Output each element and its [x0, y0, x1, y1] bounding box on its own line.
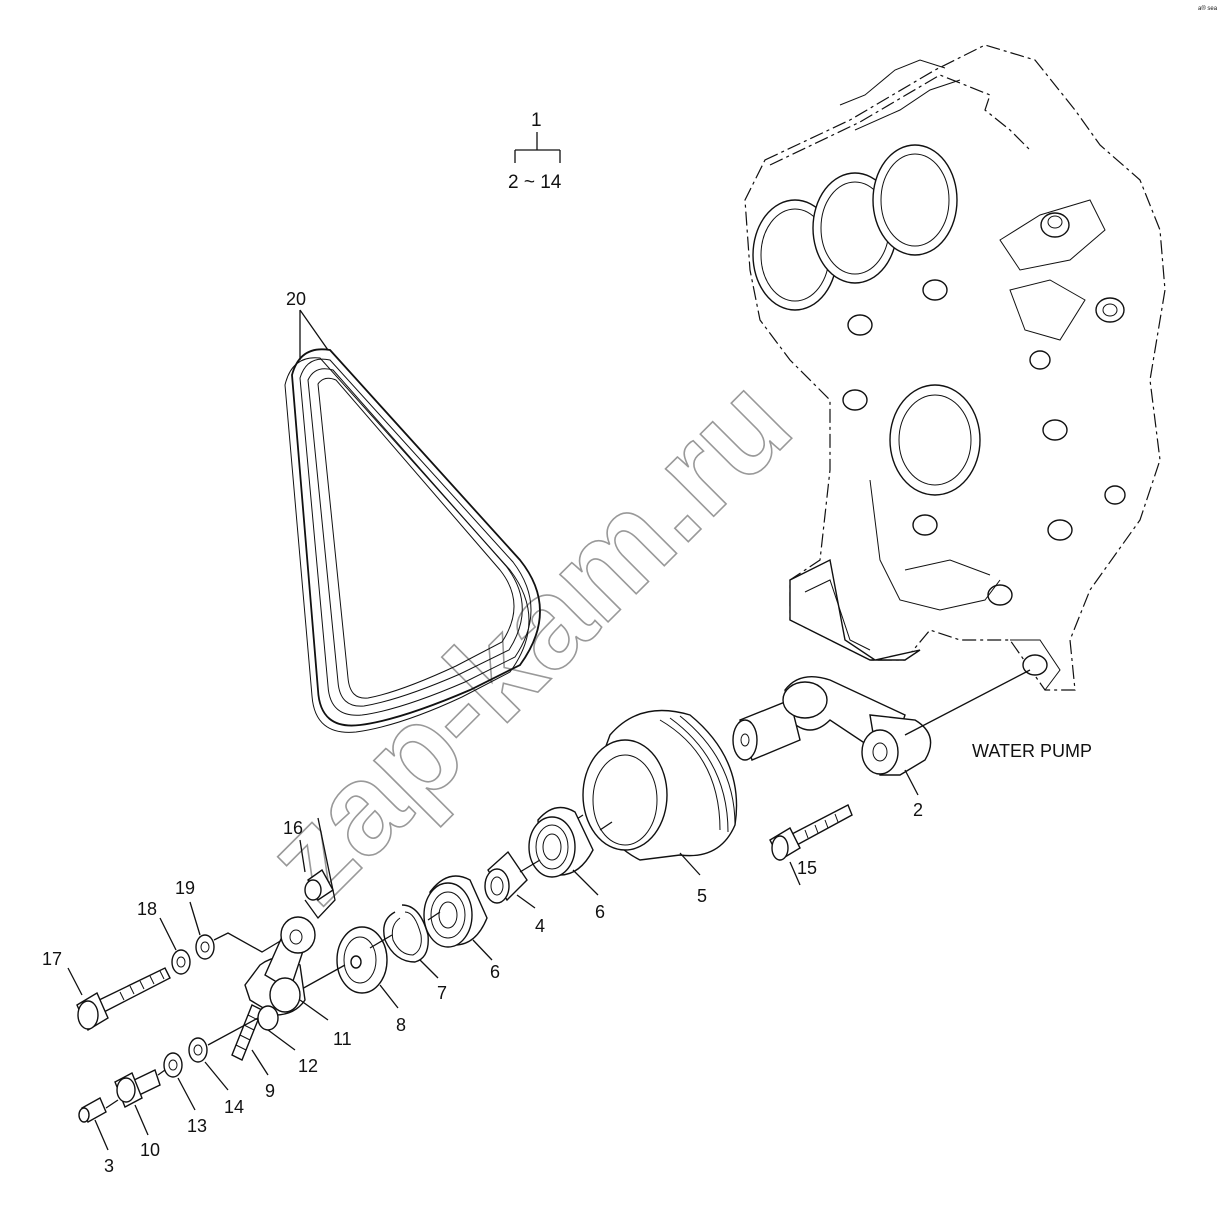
idler-arm: [732, 676, 932, 776]
bearing-lower: [423, 875, 488, 948]
washer-13: [163, 1052, 183, 1078]
label-11: 11: [333, 1029, 352, 1049]
label-13: 13: [187, 1116, 207, 1136]
label-9: 9: [265, 1081, 275, 1101]
label-assembly-parent: 1: [531, 110, 542, 131]
washer-18: [171, 949, 191, 975]
label-18: 18: [137, 899, 157, 919]
v-belt: [284, 348, 541, 733]
assembly-bracket: 1 2 ~ 14: [508, 110, 562, 193]
label-10: 10: [140, 1140, 160, 1160]
label-3: 3: [104, 1156, 114, 1176]
corner-mark: a® sea: [1198, 5, 1218, 12]
cover-plate: [336, 926, 388, 994]
watermark: zap-kam.ru: [239, 351, 818, 930]
label-16: 16: [283, 818, 303, 838]
snap-ring: [383, 904, 429, 963]
label-4: 4: [535, 916, 545, 936]
sleeve-16: [304, 868, 334, 902]
grease-nipple: [78, 1097, 107, 1123]
spacer: [484, 850, 528, 904]
label-12: 12: [298, 1056, 318, 1076]
label-19: 19: [175, 878, 195, 898]
label-2: 2: [913, 800, 923, 820]
label-8: 8: [396, 1015, 406, 1035]
water-pump-callout: WATER PUMP: [972, 741, 1092, 761]
label-7: 7: [437, 983, 447, 1003]
bearing-upper: [528, 806, 594, 878]
label-6-upper: 6: [595, 902, 605, 922]
pulley: [582, 709, 738, 861]
bolt-17: [76, 967, 171, 1032]
label-5: 5: [697, 886, 707, 906]
adjusting-stud: [231, 1004, 263, 1061]
label-20: 20: [286, 289, 306, 309]
engine-housing: [744, 44, 1166, 691]
tensioner-bracket: [244, 916, 316, 1016]
nut-10: [114, 1069, 161, 1108]
label-15: 15: [797, 858, 817, 878]
label-assembly-children: 2 ~ 14: [508, 172, 562, 193]
label-6-lower: 6: [490, 962, 500, 982]
label-14: 14: [224, 1097, 244, 1117]
washer-19: [195, 934, 215, 960]
label-17: 17: [42, 949, 62, 969]
bush-12: [257, 1005, 279, 1031]
bolt-15: [769, 804, 853, 861]
washer-14: [188, 1037, 208, 1063]
